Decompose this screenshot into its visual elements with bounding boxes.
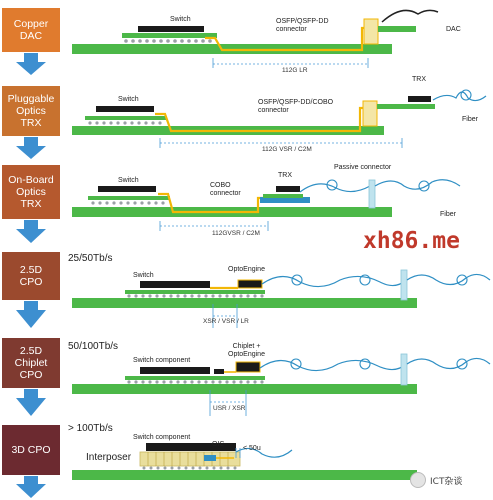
row4-passive-connector (400, 269, 408, 301)
stage-label-on-board-optics: On-Board Optics TRX (2, 165, 60, 219)
stage-label-3d-cpo: 3D CPO (2, 425, 60, 475)
row3-passive-label: Passive connector (334, 164, 392, 171)
row3-graphics (72, 179, 461, 231)
row3-switch-label: Switch (118, 177, 139, 184)
row1-substrate (122, 33, 217, 38)
row5-fiber-left (259, 359, 407, 372)
row5-chiplet (214, 369, 224, 374)
row4-fiber-right (406, 273, 491, 286)
row2-trx-chip (408, 96, 431, 102)
row5-substrate (125, 376, 265, 380)
row1-switch-label: Switch (170, 16, 191, 23)
row3-switch-chip (98, 186, 156, 192)
row2-connector (362, 100, 378, 127)
row5-passive-connector (400, 353, 408, 386)
row6-bandwidth-label: > 100Tb/s (68, 423, 113, 434)
row4-fiber-left (261, 275, 407, 288)
row1-switch-chip (138, 26, 204, 32)
row6-gap-label: < 50u (243, 445, 261, 452)
row4-switch-label: Switch (133, 272, 154, 279)
row6-oic (204, 455, 216, 461)
row3-dimension-label: 112GVSR / C2M (212, 230, 260, 237)
row2-substrate (85, 116, 167, 120)
row1-dac-cable (381, 9, 439, 23)
brand-logo (410, 472, 426, 488)
row5-switch-chip (140, 367, 210, 374)
row5-bandwidth-label: 50/100Tb/s (68, 341, 119, 352)
row6-interposer-label: Interposer (86, 452, 132, 463)
row1-dimension-label: 112G LR (282, 67, 308, 74)
watermark: xh86.me (363, 228, 460, 254)
row4-engine-label: OptoEngine (228, 266, 265, 273)
stage-arrows (16, 53, 46, 498)
row2-trx-label: TRX (412, 76, 426, 83)
row3-passive-connector (368, 179, 376, 209)
row1-connector (363, 18, 379, 45)
row4-substrate (125, 290, 265, 294)
row3-cobo-connector (260, 197, 310, 203)
row5-optoengine (235, 361, 261, 373)
row2-fiber-label: Fiber (462, 116, 478, 123)
row2-graphics (72, 89, 487, 148)
row6-interposer (139, 451, 241, 467)
row5-switch-label: Switch component (133, 357, 191, 364)
brand-label: ICT杂谈 (430, 477, 463, 487)
row1-graphics (72, 9, 439, 68)
row2-fiber (432, 91, 487, 102)
row5-engine-label: Chiplet + OptoEngine (228, 343, 265, 358)
row2-connector-label: OSFP/QSFP-DD/COBO connector (258, 99, 334, 114)
row2-switch-label: Switch (118, 96, 139, 103)
row2-dimension-label: 112G VSR / C2M (262, 146, 312, 153)
row4-graphics (72, 269, 491, 328)
row6-fiber (235, 447, 293, 458)
row6-oic-label: OIC (212, 441, 225, 448)
row4-optoengine (237, 279, 263, 289)
row3-fiber-label: Fiber (440, 211, 456, 218)
row3-module-board (263, 194, 303, 198)
row1-dac-board (378, 26, 416, 32)
row6-graphics (72, 443, 417, 480)
row5-graphics (72, 353, 491, 416)
row2-switch-chip (96, 106, 154, 112)
row3-fiber-left (299, 183, 371, 193)
row2-module-board (377, 104, 435, 109)
row1-cable-label: DAC (446, 26, 461, 33)
row4-pcb (72, 298, 417, 308)
row6-switch-label: Switch component (133, 434, 191, 441)
row4-switch-chip (140, 281, 210, 288)
stage-label-copper-dac: Copper DAC (2, 8, 60, 52)
row5-dimension-label: USR / XSR (213, 405, 246, 412)
row3-trace (158, 192, 268, 214)
stage-label-pluggable-optics: Pluggable Optics TRX (2, 86, 60, 136)
row3-connector-label: COBO connector (210, 182, 241, 197)
row3-trx-label: TRX (278, 172, 292, 179)
row1-connector-label: OSFP/QSFP-DD connector (276, 18, 329, 33)
row3-fiber-right (374, 179, 461, 190)
row4-bandwidth-label: 25/50Tb/s (68, 253, 113, 264)
stage-label-2-5d-cpo: 2.5D CPO (2, 252, 60, 300)
row4-dimension-label: XSR / VSR / LR (203, 318, 249, 325)
row6-switch-chip (146, 443, 236, 451)
row6-pcb (72, 470, 417, 480)
row3-trx-chip (276, 186, 300, 192)
stage-label-2-5d-chiplet-cpo: 2.5D Chiplet CPO (2, 338, 60, 388)
row5-fiber-right (406, 357, 491, 370)
row5-pcb (72, 384, 417, 394)
row3-substrate (88, 196, 170, 200)
